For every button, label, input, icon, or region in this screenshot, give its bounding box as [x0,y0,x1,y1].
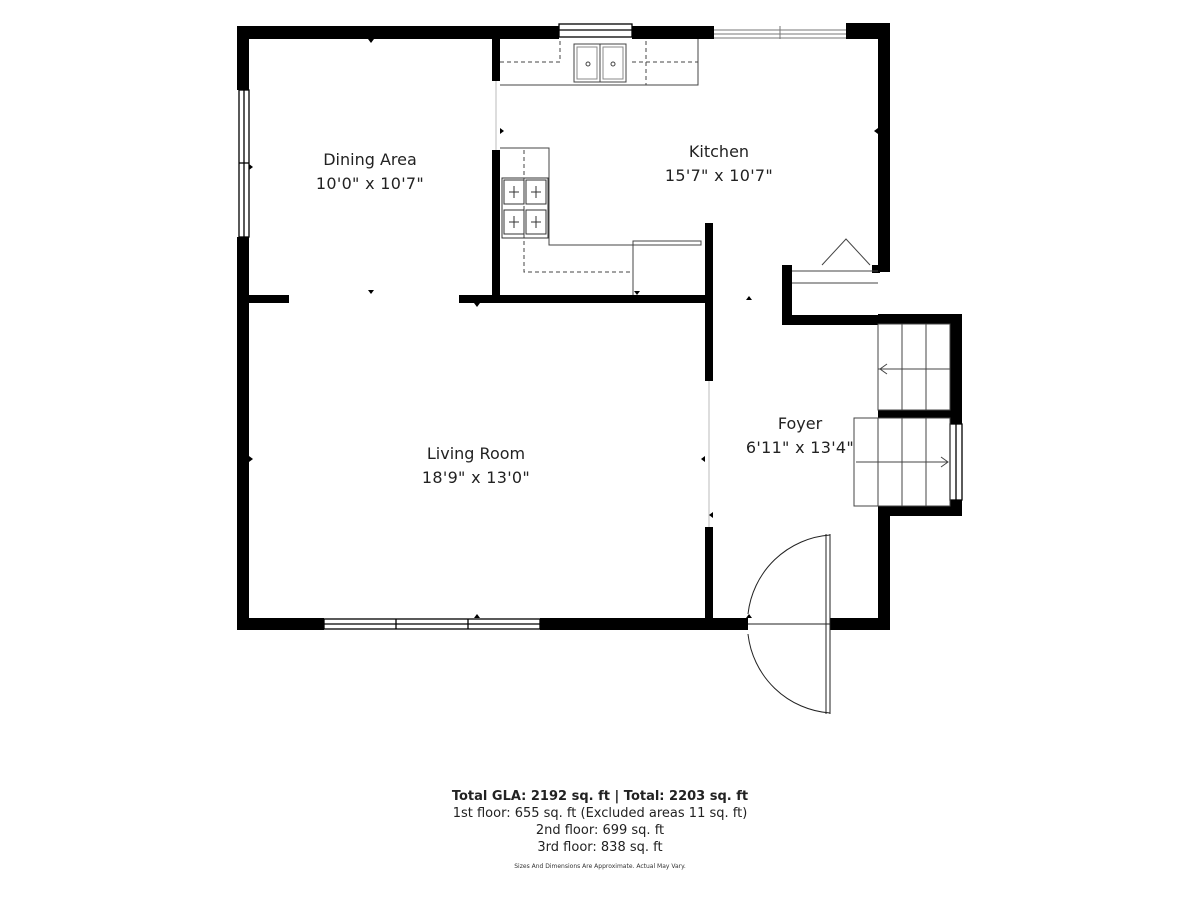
room-dims-foyer: 6'11" x 13'4" [745,438,855,457]
wall-dining-kitchen-lower [492,150,500,300]
front-door [747,534,831,714]
room-label-living: Living Room 18'9" x 13'0" [400,442,552,490]
wall-bottom-mid [540,618,748,630]
area-summary: Total GLA: 2192 sq. ft | Total: 2203 sq.… [350,788,850,872]
stairs [853,323,951,507]
total-label: Total: [623,789,665,804]
passage-lines [495,81,710,527]
counter-top [500,39,699,86]
wall-top-mid [632,26,714,39]
floor1-area: 1st floor: 655 sq. ft (Excluded areas 11… [452,806,748,821]
room-name-living: Living Room [426,444,526,463]
counter-l-dashed [523,150,634,295]
room-label-kitchen: Kitchen 15'7" x 10'7" [644,140,794,188]
wall-right-upper [878,26,890,272]
wall-stair-divider [878,410,950,418]
markers [249,39,882,618]
wall-dining-living-left [249,295,289,303]
exterior-walls [237,23,890,630]
floor2-area: 2nd floor: 699 sq. ft [535,823,665,838]
total-area-line: Total GLA: 2192 sq. ft | Total: 2203 sq.… [350,788,850,805]
room-label-foyer: Foyer 6'11" x 13'4" [730,412,870,460]
stairs-upper [877,323,951,411]
room-name-foyer: Foyer [777,414,823,433]
wall-top-left [237,26,559,39]
closet-door [792,238,878,284]
sink-right [602,46,624,80]
summary-separator: | [614,789,620,804]
floor3-area: 3rd floor: 838 sq. ft [537,840,663,855]
sink-left [576,46,598,80]
room-dims-kitchen: 15'7" x 10'7" [664,166,774,185]
wall-dining-kitchen-upper [492,39,500,81]
stairs-arrow-left [879,363,948,375]
wall-closet-top-right [872,265,880,273]
door-swing-upper [747,534,831,615]
wall-closet [782,265,878,325]
stove-burners [503,179,547,235]
wall-right-lower [878,506,890,630]
gla-label: Total GLA: [451,789,527,804]
wall-left-upper [237,26,249,90]
interior-walls [249,39,962,622]
room-name-dining: Dining Area [323,150,417,169]
room-dims-dining: 10'0" x 10'7" [315,174,425,193]
wall-foyer-lower [705,527,713,622]
total-value: 2203 sq. ft [669,789,749,804]
wall-bottom-right [830,618,890,630]
stairs-arrow-right [856,456,949,468]
kitchen-counters [500,39,702,295]
wall-foyer-upper [705,223,713,381]
room-name-kitchen: Kitchen [688,142,750,161]
door-swing-lower [747,633,831,714]
wall-left-lower [237,237,249,630]
room-dims-living: 18'9" x 13'0" [421,468,531,487]
room-label-dining: Dining Area 10'0" x 10'7" [295,148,445,196]
sliding-door [714,26,846,39]
counter-top-dashed [500,41,698,85]
gla-value: 2192 sq. ft [530,789,610,804]
wall-dining-living-right [459,295,712,303]
disclaimer: Sizes And Dimensions Are Approximate. Ac… [514,863,686,870]
stove [501,177,549,239]
wall-bottom-left [237,618,324,630]
windows [238,23,963,630]
